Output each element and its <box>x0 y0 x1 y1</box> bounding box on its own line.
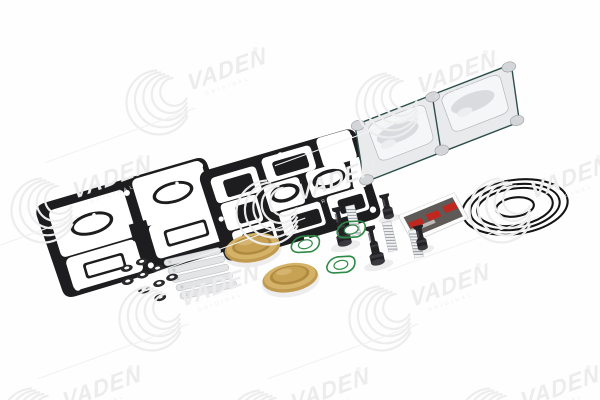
gasket-left-black <box>30 158 240 297</box>
washer-set <box>120 252 192 306</box>
o-ring-set <box>458 160 573 255</box>
